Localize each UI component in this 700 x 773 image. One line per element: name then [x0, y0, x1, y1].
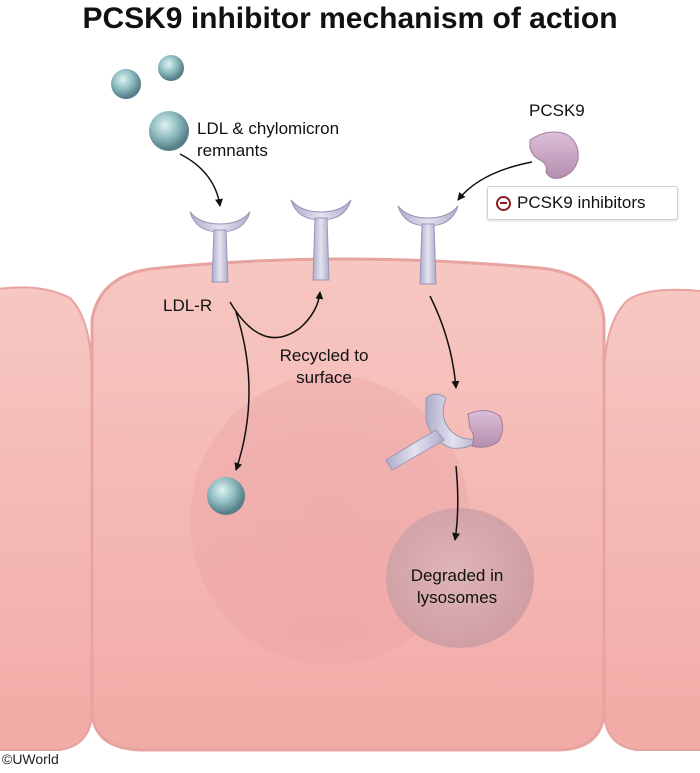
arrow-recycle-to-surface [229, 291, 324, 339]
pcsk9-protein-icon [529, 131, 579, 179]
diagram-title: PCSK9 inhibitor mechanism of action [82, 2, 618, 35]
recycled-label-line1: Recycled to [279, 346, 369, 365]
recycled-label-line2: surface [296, 368, 352, 387]
lysosome [386, 508, 534, 648]
recycled-label: Recycled to surface [262, 345, 386, 389]
arrow-ldl-internalization [234, 311, 250, 471]
ldl-label: LDL & chylomicron remnants [197, 118, 339, 162]
degraded-label: Degraded in lysosomes [395, 565, 519, 609]
ldl-receptor-pcsk9-target [397, 205, 459, 285]
pcsk9-inhibitors-box: PCSK9 inhibitors [487, 186, 678, 220]
copyright-notice: ©UWorld [2, 751, 59, 767]
ldl-receptor-recycled [290, 199, 352, 281]
ldl-label-line2: remnants [197, 141, 268, 160]
arrow-pcsk9-to-receptor [457, 161, 533, 201]
inhibition-minus-icon [496, 195, 511, 211]
pcsk9-label: PCSK9 [529, 101, 585, 120]
internalized-ldl-particle [207, 477, 245, 515]
lipoprotein-particle-icon [111, 55, 189, 151]
ldl-label-line1: LDL & chylomicron [197, 119, 340, 138]
pcsk9-inhibitors-label: PCSK9 inhibitors [517, 193, 646, 212]
arrow-ldl-to-receptor [179, 153, 223, 207]
degraded-label-line1: Degraded in [410, 566, 504, 585]
arrow-receptor-internalization [429, 295, 460, 389]
ldl-receptor-icon [189, 211, 251, 283]
left-neighbor-cell [0, 286, 93, 751]
right-neighbor-cell [603, 288, 700, 751]
ldl-r-label: LDL-R [163, 296, 213, 315]
receptor-pcsk9-complex [385, 393, 504, 471]
arrow-to-lysosome [452, 465, 461, 541]
degraded-label-line2: lysosomes [416, 588, 498, 607]
